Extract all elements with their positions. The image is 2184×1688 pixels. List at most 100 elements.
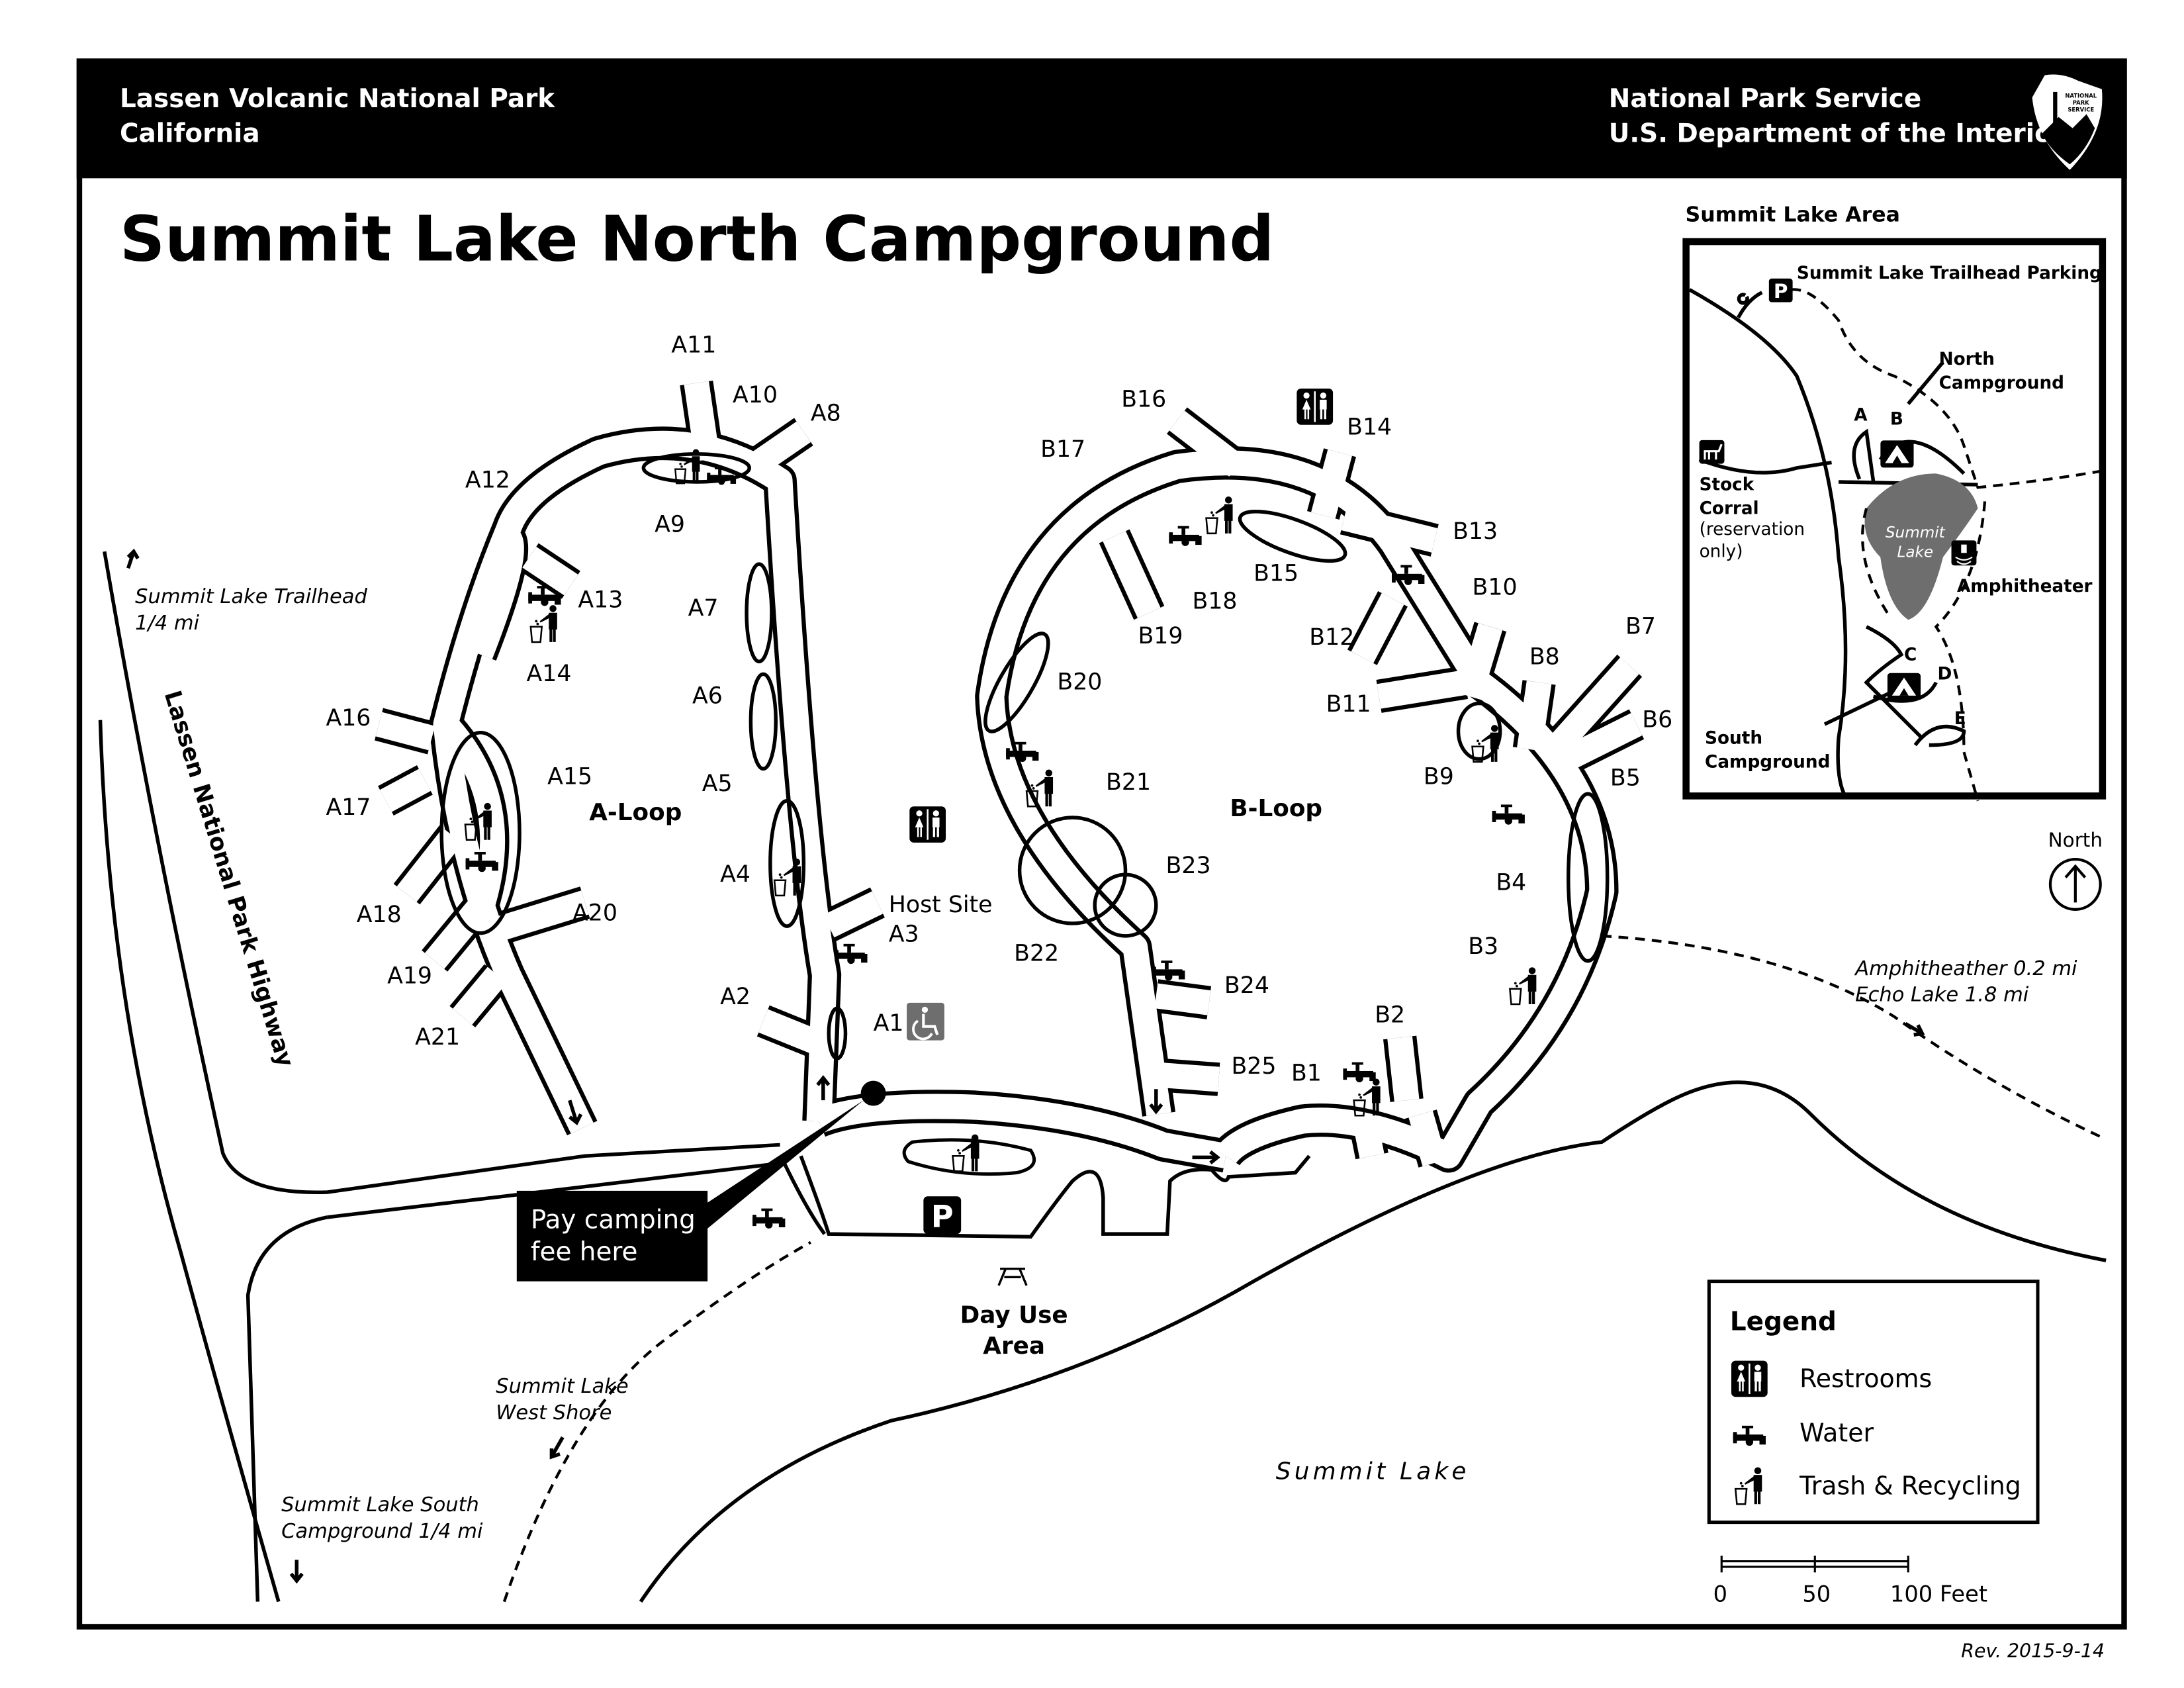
site-b4[interactable]: B4 xyxy=(1496,869,1526,896)
stock-corral-horse-icon xyxy=(1699,440,1725,464)
fee-pointer xyxy=(694,1100,864,1229)
inset-loop-a: A xyxy=(1854,405,1868,425)
pay-fee-line-2: fee here xyxy=(531,1237,638,1267)
trash-recycling-icon xyxy=(773,858,802,897)
site-a4[interactable]: A4 xyxy=(720,861,751,888)
logo-text: NATIONAL xyxy=(2065,92,2097,99)
svg-text:P: P xyxy=(931,1199,954,1235)
site-b20[interactable]: B20 xyxy=(1057,669,1102,695)
park-state: California xyxy=(120,119,260,149)
site-a1[interactable]: A1 xyxy=(874,1010,904,1037)
trash-recycling-icon xyxy=(1205,496,1234,535)
trailhead-label-1: Summit Lake Trailhead xyxy=(135,585,367,608)
restroom-icon xyxy=(1297,389,1334,425)
site-b16[interactable]: B16 xyxy=(1121,386,1166,412)
water-icon xyxy=(1492,804,1525,825)
site-b7[interactable]: B7 xyxy=(1625,613,1656,639)
site-b2[interactable]: B2 xyxy=(1375,1002,1405,1028)
site-b3[interactable]: B3 xyxy=(1468,933,1498,960)
site-b23[interactable]: B23 xyxy=(1166,853,1211,879)
parking-island xyxy=(902,1138,1036,1176)
site-b24[interactable]: B24 xyxy=(1224,972,1269,999)
site-a7[interactable]: A7 xyxy=(688,595,719,622)
site-a21[interactable]: A21 xyxy=(415,1024,460,1051)
legend-restrooms: Restrooms xyxy=(1799,1364,1932,1393)
revision-date: Rev. 2015-9-14 xyxy=(1961,1640,2105,1662)
north-label: North xyxy=(2048,829,2103,851)
lake-shoreline xyxy=(639,1080,2107,1603)
trailhead-label-2: 1/4 mi xyxy=(135,612,200,635)
site-a20[interactable]: A20 xyxy=(572,900,617,927)
a-loop-label: A-Loop xyxy=(589,799,682,826)
site-a16[interactable]: A16 xyxy=(326,705,371,731)
scale-tick-50: 50 xyxy=(1802,1581,1831,1607)
site-b25[interactable]: B25 xyxy=(1231,1053,1276,1080)
site-a17[interactable]: A17 xyxy=(326,794,371,821)
pay-fee-line-1: Pay camping xyxy=(531,1205,696,1235)
site-a14[interactable]: A14 xyxy=(527,661,572,687)
inset-lake-label-1: Summit xyxy=(1886,524,1946,541)
site-b19[interactable]: B19 xyxy=(1138,623,1183,649)
site-a6[interactable]: A6 xyxy=(692,683,723,710)
pay-fee-box xyxy=(516,1190,708,1282)
inset-stock-corral-4: only) xyxy=(1700,542,1743,562)
water-icon xyxy=(835,943,868,964)
day-use-parking-lot xyxy=(799,1154,1311,1239)
site-a2[interactable]: A2 xyxy=(720,984,751,1010)
site-b21[interactable]: B21 xyxy=(1106,769,1151,796)
trash-recycling-icon xyxy=(1509,966,1537,1006)
site-b18[interactable]: B18 xyxy=(1193,588,1238,614)
site-a9[interactable]: A9 xyxy=(655,512,685,538)
site-a3[interactable]: A3 xyxy=(889,921,919,947)
site-b11[interactable]: B11 xyxy=(1326,691,1371,718)
site-a11[interactable]: A11 xyxy=(671,332,716,358)
site-b15[interactable]: B15 xyxy=(1253,560,1298,586)
water-icon xyxy=(1343,1062,1376,1082)
site-b12[interactable]: B12 xyxy=(1309,624,1354,651)
site-b10[interactable]: B10 xyxy=(1473,574,1518,600)
site-a13[interactable]: A13 xyxy=(578,586,623,613)
site-b14[interactable]: B14 xyxy=(1347,414,1392,440)
inset-map: P Summit Lake Trailhead Parking North Ca… xyxy=(1682,238,2107,802)
site-a10[interactable]: A10 xyxy=(733,382,778,408)
inset-lake xyxy=(1864,473,1978,620)
scale-tick-0: 0 xyxy=(1713,1581,1727,1607)
site-a8[interactable]: A8 xyxy=(811,400,841,426)
site-b5[interactable]: B5 xyxy=(1610,765,1641,792)
host-site-label: Host Site xyxy=(889,892,993,918)
site-b8[interactable]: B8 xyxy=(1529,644,1560,671)
south-campground-label-2: Campground 1/4 mi xyxy=(281,1520,483,1543)
site-a12[interactable]: A12 xyxy=(465,467,510,493)
site-b17[interactable]: B17 xyxy=(1040,436,1085,463)
site-a5[interactable]: A5 xyxy=(702,771,733,797)
legend-water: Water xyxy=(1799,1419,1874,1448)
picnic-table-icon xyxy=(997,1268,1028,1286)
inset-loop-c: C xyxy=(1904,645,1917,665)
site-b22[interactable]: B22 xyxy=(1014,941,1059,967)
header-bar xyxy=(76,58,2127,179)
scale-tick-100: 100 Feet xyxy=(1890,1581,1987,1607)
echo-lake-distance: Echo Lake 1.8 mi xyxy=(1855,984,2028,1007)
nps-arrowhead-logo: NATIONAL PARK SERVICE xyxy=(2032,74,2103,170)
inset-loop-e: E xyxy=(1954,709,1966,729)
site-a15[interactable]: A15 xyxy=(547,764,592,790)
site-a19[interactable]: A19 xyxy=(387,962,432,989)
south-campground-label-1: Summit Lake South xyxy=(281,1493,479,1517)
water-icon xyxy=(1152,961,1185,981)
site-a18[interactable]: A18 xyxy=(357,902,402,928)
site-b6[interactable]: B6 xyxy=(1642,706,1672,733)
inset-south-campground-1: South xyxy=(1705,729,1762,749)
site-b1[interactable]: B1 xyxy=(1291,1060,1322,1087)
amphitheater-distance: Amphitheather 0.2 mi xyxy=(1854,957,2077,980)
parking-icon: P xyxy=(923,1196,962,1235)
inset-title: Summit Lake Area xyxy=(1686,203,1900,227)
fee-station-dot xyxy=(860,1080,886,1106)
svg-text:SERVICE: SERVICE xyxy=(2068,106,2094,113)
inset-parking-icon xyxy=(1768,278,1793,303)
legend-title: Legend xyxy=(1730,1307,1837,1336)
site-b9[interactable]: B9 xyxy=(1424,764,1454,790)
b-loop-label: B-Loop xyxy=(1230,795,1322,822)
site-b13[interactable]: B13 xyxy=(1453,518,1498,545)
